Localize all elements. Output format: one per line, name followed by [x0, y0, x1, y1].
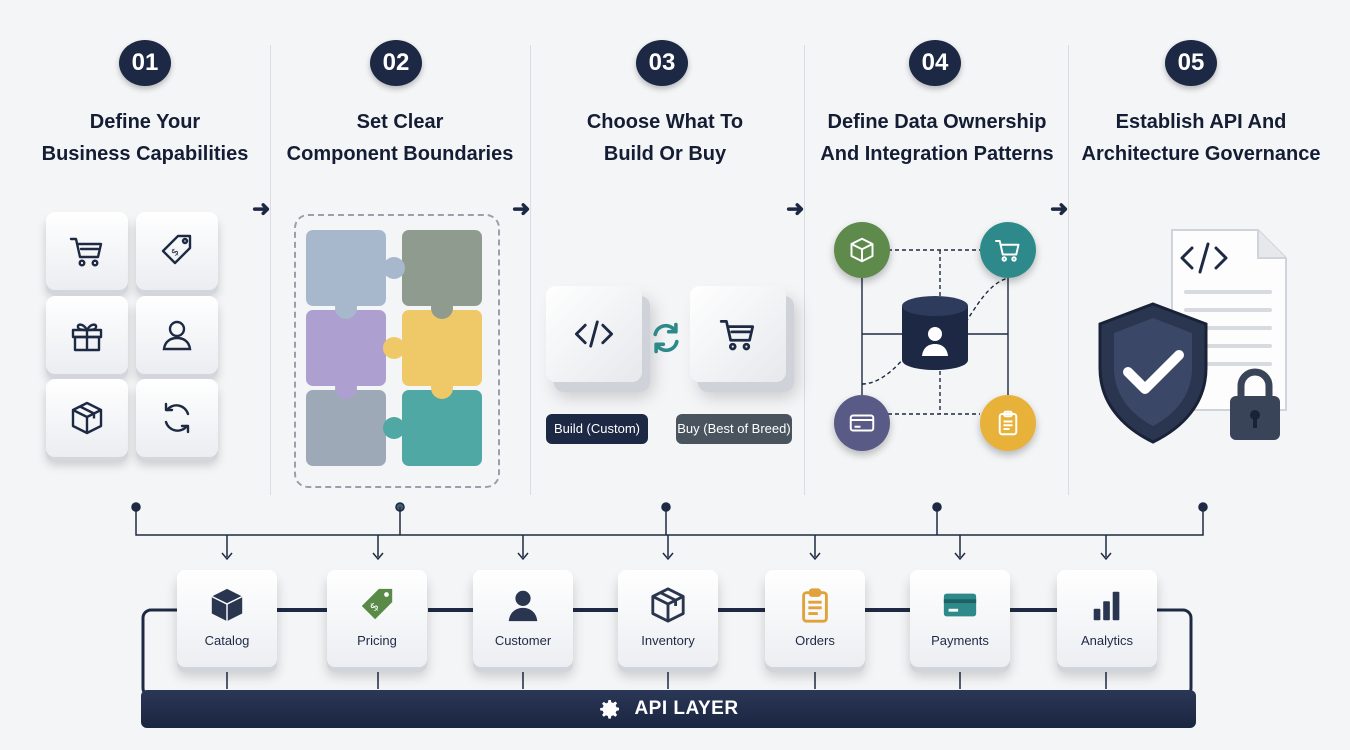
price-tag-icon: $: [361, 588, 393, 620]
clipboard-icon: [802, 588, 828, 623]
step-title: Define Data Ownership And Integration Pa…: [812, 106, 1062, 170]
capability-tile: [46, 212, 128, 290]
capability-tile: [46, 296, 128, 374]
column-divider: [270, 45, 271, 495]
build-label: Build (Custom): [546, 414, 648, 444]
step-title-line: Build Or Buy: [603, 143, 727, 165]
puzzle-piece: [402, 390, 482, 466]
data-node: [834, 395, 890, 451]
module-catalog: Catalog: [177, 570, 277, 667]
puzzle-piece: [306, 390, 386, 466]
card-icon: [943, 593, 977, 617]
module-payments: Payments: [910, 570, 1010, 667]
step-title-line: Architecture Governance: [1081, 143, 1321, 165]
module-orders: Orders: [765, 570, 865, 667]
code-icon: [574, 320, 614, 348]
flow-arrow-icon: ➜: [1050, 196, 1069, 221]
flow-arrow-icon: ➜: [252, 196, 271, 221]
gift-icon: [71, 323, 103, 352]
puzzle-piece: [402, 230, 482, 306]
data-node: [980, 222, 1036, 278]
api-layer-bar: API LAYER: [141, 690, 1196, 728]
gear-icon: [600, 700, 620, 719]
puzzle-knob: [383, 417, 405, 439]
clipboard-icon: [998, 410, 1018, 436]
puzzle-pieces: [306, 230, 482, 466]
step-title-line: Set Clear: [356, 111, 444, 133]
module-label: Payments: [931, 633, 989, 648]
step-title: Define Your Business Capabilities: [20, 106, 270, 170]
puzzle-knob: [383, 257, 405, 279]
cart-icon: [69, 237, 103, 267]
database-user-icon: [900, 294, 970, 372]
box-icon: [211, 588, 243, 622]
capability-tile: $: [136, 212, 218, 290]
step-number-badge: 03: [636, 40, 688, 86]
puzzle-knob: [431, 377, 453, 399]
cart-icon: [995, 240, 1020, 262]
step-number-badge: 04: [909, 40, 961, 86]
step-title: Choose What To Build Or Buy: [540, 106, 790, 170]
module-label: Analytics: [1080, 633, 1134, 648]
puzzle-piece: [402, 310, 482, 386]
step-title: Set Clear Component Boundaries: [275, 106, 525, 170]
padlock-icon: [1226, 366, 1284, 442]
module-label: Inventory: [641, 633, 695, 648]
capability-tile: [136, 296, 218, 374]
build-cube: [546, 286, 642, 382]
module-label: Orders: [795, 633, 835, 648]
column-divider: [804, 45, 805, 495]
puzzle-piece: [306, 230, 386, 306]
buy-cube: [690, 286, 786, 382]
module-label: Pricing: [357, 633, 397, 648]
step-title-line: Define Data Ownership: [827, 111, 1047, 133]
step-number-badge: 02: [370, 40, 422, 86]
data-node: [834, 222, 890, 278]
card-icon: [849, 414, 875, 432]
puzzle-knob: [431, 297, 453, 319]
step-title: Establish API And Architecture Governanc…: [1076, 106, 1326, 170]
buy-label: Buy (Best of Breed): [676, 414, 792, 444]
module-analytics: Analytics: [1057, 570, 1157, 667]
step-title-line: And Integration Patterns: [820, 143, 1054, 165]
step-number-badge: 01: [119, 40, 171, 86]
data-node: [980, 395, 1036, 451]
swap-arrows-icon: [648, 320, 684, 356]
step-title-line: Establish API And: [1115, 111, 1287, 133]
bar-chart-icon: [1093, 591, 1120, 621]
flow-arrow-icon: ➜: [786, 196, 805, 221]
module-label: Catalog: [204, 633, 250, 648]
column-divider: [530, 45, 531, 495]
step-title-line: Define Your: [89, 111, 201, 133]
package-icon: [71, 401, 103, 435]
step-title-line: Business Capabilities: [41, 143, 249, 165]
step-title-line: Choose What To: [586, 111, 744, 133]
step-title-line: Component Boundaries: [286, 143, 514, 165]
puzzle-boundary: [294, 214, 500, 488]
puzzle-knob: [383, 337, 405, 359]
module-label: Customer: [494, 633, 552, 648]
module-customer: Customer: [473, 570, 573, 667]
api-layer-label: API LAYER: [634, 698, 739, 719]
step-number-badge: 05: [1165, 40, 1217, 86]
capability-tile: [136, 379, 218, 457]
puzzle-knob: [335, 297, 357, 319]
price-tag-icon: $: [161, 234, 192, 265]
puzzle-knob: [335, 377, 357, 399]
capability-tile: [46, 379, 128, 457]
user-icon: [162, 320, 192, 351]
shield-check-icon: [1094, 300, 1212, 446]
flow-arrow-icon: ➜: [512, 196, 531, 221]
module-inventory: Inventory: [618, 570, 718, 667]
cart-icon: [719, 320, 755, 351]
sync-icon: [164, 402, 190, 434]
module-pricing: $ Pricing: [327, 570, 427, 667]
package-icon: [850, 237, 874, 263]
inventory-icon: [651, 587, 685, 623]
customer-icon: [508, 590, 538, 622]
column-divider: [1068, 45, 1069, 495]
puzzle-piece: [306, 310, 386, 386]
